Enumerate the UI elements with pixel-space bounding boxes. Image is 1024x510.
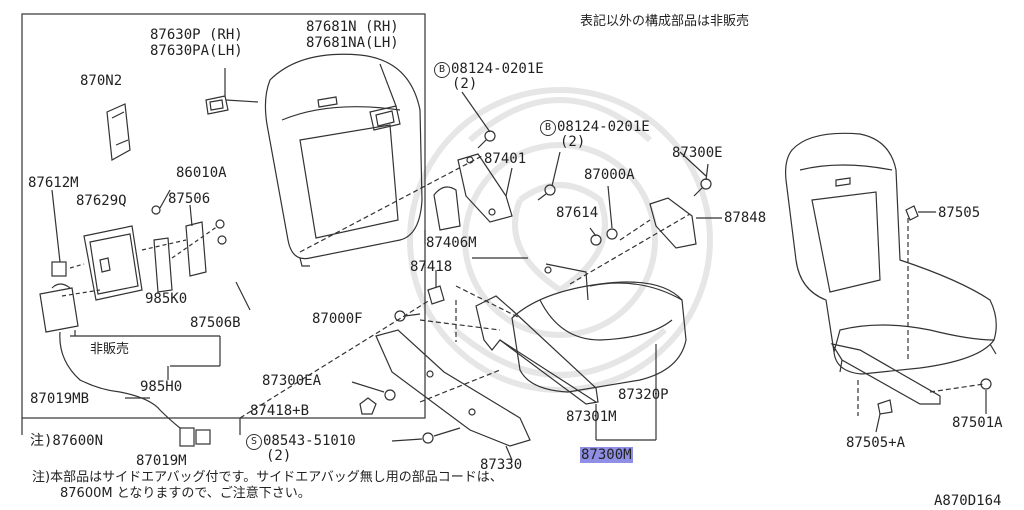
- watermark-emblem: [407, 87, 713, 393]
- part-86010a-shape: [151, 205, 161, 215]
- label-87406m[interactable]: 87406M: [426, 235, 477, 251]
- part-87330-shape: [375, 329, 531, 461]
- footnote-line-1: 注)本部品はサイドエアバッグ付です。サイドエアバッグ無し用の部品コードは、: [32, 470, 503, 485]
- part-87505a-shape: [877, 399, 893, 415]
- part-87301m-rail: [475, 295, 657, 441]
- part-87300e-shape: [693, 163, 712, 197]
- part-87614-shape: [590, 234, 602, 246]
- label-87401[interactable]: 87401: [484, 151, 527, 167]
- label-87681n[interactable]: 87681N (RH): [306, 19, 399, 35]
- label-screw-qty: (2): [266, 448, 292, 464]
- label-87848[interactable]: 87848: [724, 210, 767, 226]
- footnote-line-2: 87600M となりますので、ご注意下さい。: [60, 486, 311, 501]
- part-87418b-shape: [359, 397, 377, 415]
- s-symbol-icon: S: [246, 434, 262, 450]
- part-87506-shape: [153, 204, 227, 293]
- part-87300ea-shape: [384, 389, 396, 401]
- label-86010a[interactable]: 86010A: [176, 165, 227, 181]
- part-87505-shape: [905, 205, 919, 221]
- label-87501a[interactable]: 87501A: [952, 415, 1003, 431]
- label-87300e[interactable]: 87300E: [672, 145, 723, 161]
- label-985k0[interactable]: 985K0: [145, 291, 188, 307]
- part-87000a-shape: [606, 228, 618, 240]
- label-87506[interactable]: 87506: [168, 191, 211, 207]
- label-87019m[interactable]: 87019M: [136, 453, 187, 469]
- part-87320p-shape: [511, 263, 687, 393]
- part-87629q-shape: [83, 225, 143, 301]
- label-hihanbai: 非販売: [90, 342, 130, 357]
- screw-code: 08543-51010: [263, 433, 356, 449]
- label-87505a[interactable]: 87505+A: [846, 435, 906, 451]
- bolt-08124-0201e-lower: [537, 151, 561, 201]
- label-bolt-lower-qty: (2): [560, 134, 586, 150]
- part-870n2-shape: [106, 103, 131, 161]
- label-87612m[interactable]: 87612M: [28, 175, 79, 191]
- label-985h0[interactable]: 985H0: [140, 379, 183, 395]
- label-87019mb[interactable]: 87019MB: [30, 391, 90, 407]
- label-87600n[interactable]: 注)87600N: [30, 433, 104, 449]
- seat-back-left: [264, 53, 423, 267]
- diagram-code: A870D164: [934, 493, 1002, 509]
- bolt-upper-code: 08124-0201E: [451, 61, 544, 77]
- bolt-08124-0201e-upper: [461, 91, 496, 149]
- label-bolt-upper-qty: (2): [452, 76, 478, 92]
- label-87614[interactable]: 87614: [556, 205, 599, 221]
- label-87630p[interactable]: 87630P (RH): [150, 27, 243, 43]
- label-87330[interactable]: 87330: [480, 457, 523, 473]
- part-87401-shape: [457, 153, 513, 223]
- b-symbol-icon-2: B: [540, 120, 556, 136]
- b-symbol-icon: B: [434, 62, 450, 78]
- bolt-lower-code: 08124-0201E: [557, 119, 650, 135]
- label-87506b[interactable]: 87506B: [190, 315, 241, 331]
- label-870n2[interactable]: 870N2: [80, 73, 123, 89]
- part-87418-shape: [427, 285, 445, 305]
- label-87681na[interactable]: 87681NA(LH): [306, 35, 399, 51]
- part-87848-shape: [649, 197, 722, 249]
- seat-assembly-right: [785, 132, 997, 405]
- label-87418b[interactable]: 87418+B: [250, 403, 310, 419]
- label-87300m[interactable]: 87300M: [580, 447, 633, 463]
- label-87629q[interactable]: 87629Q: [76, 193, 127, 209]
- label-87300ea[interactable]: 87300EA: [262, 373, 322, 389]
- screw-08543-51010: [391, 427, 461, 444]
- part-87501a-shape: [980, 378, 992, 390]
- label-87320p[interactable]: 87320P: [618, 387, 669, 403]
- part-87612m-shape: [51, 261, 67, 277]
- part-87681n-shape: [369, 63, 401, 131]
- detail-frame: [21, 13, 426, 419]
- label-87505[interactable]: 87505: [938, 205, 981, 221]
- label-87418[interactable]: 87418: [410, 259, 453, 275]
- non-sale-note: 表記以外の構成部品は非販売: [580, 14, 750, 29]
- part-87406m-shape: [433, 186, 461, 231]
- label-87000f[interactable]: 87000F: [312, 311, 363, 327]
- highlighted-part: 87300M: [580, 447, 633, 463]
- label-87301m[interactable]: 87301M: [566, 409, 617, 425]
- label-87000a[interactable]: 87000A: [584, 167, 635, 183]
- part-87019mb-shape: [39, 283, 211, 447]
- label-87630pa[interactable]: 87630PA(LH): [150, 43, 243, 59]
- part-87630p-shape: [205, 68, 259, 115]
